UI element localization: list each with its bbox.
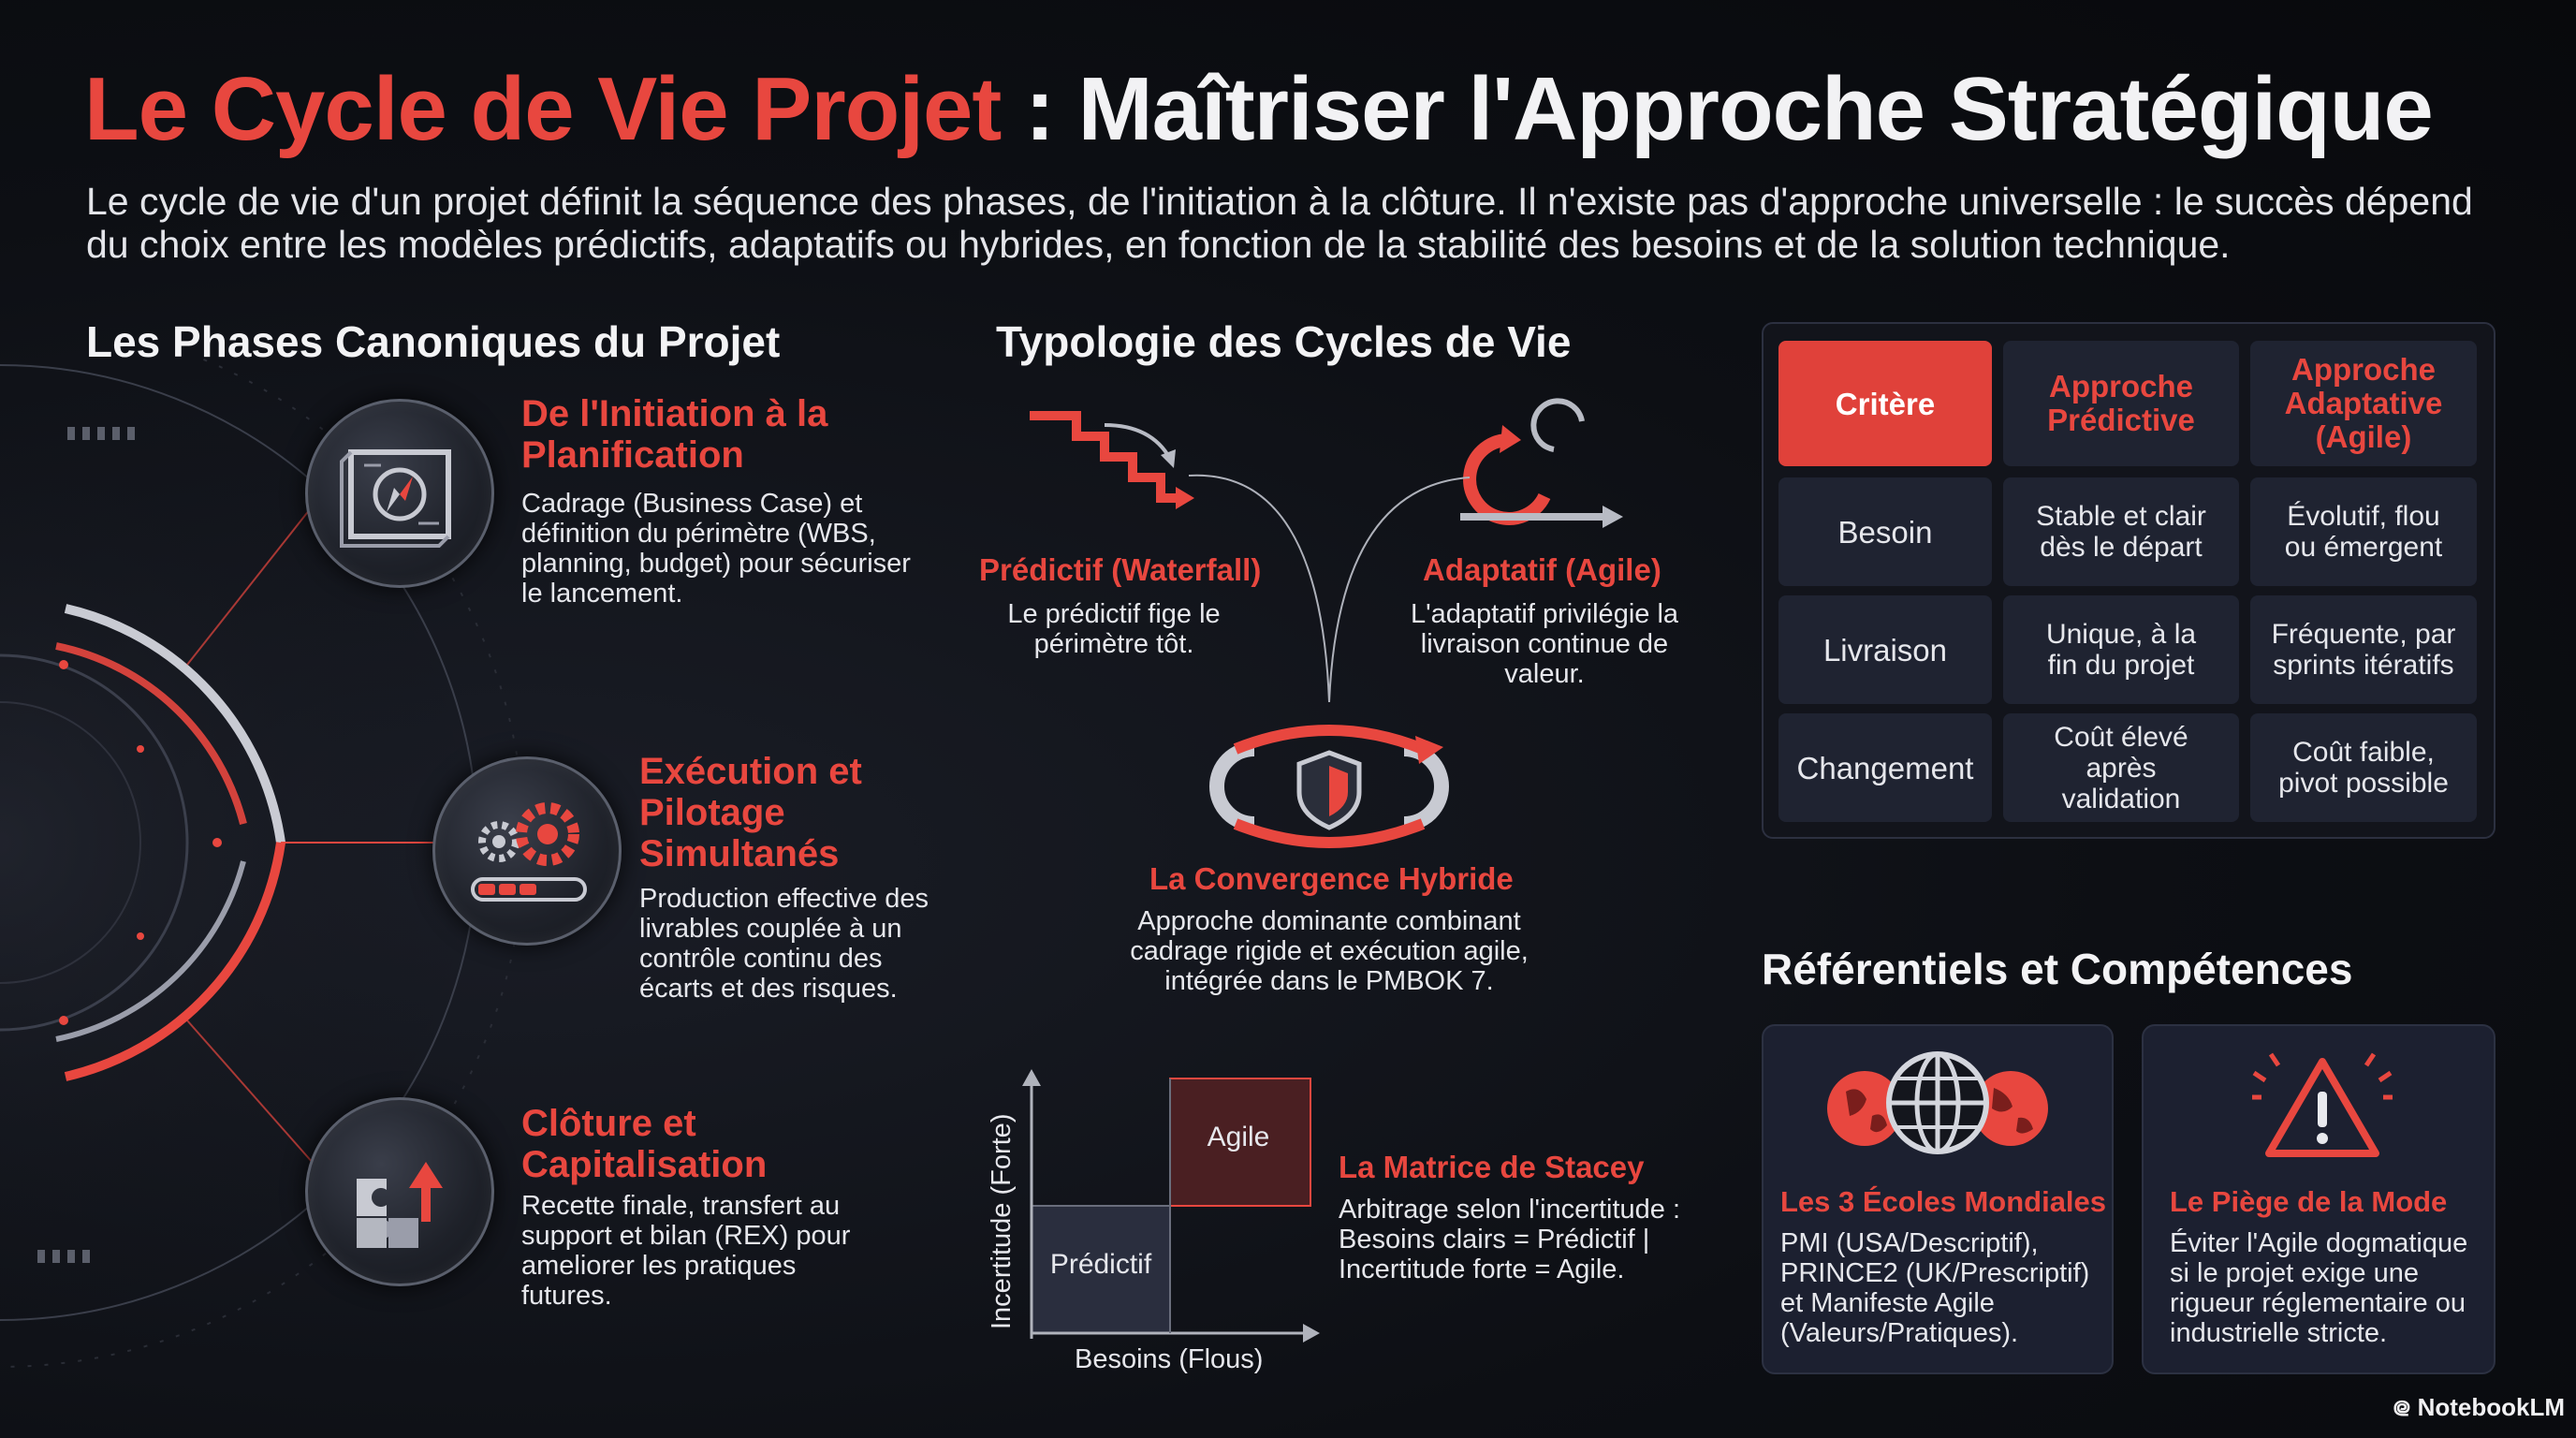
puzzle-arrow-icon (357, 1162, 443, 1248)
table-cell: Fréquente, par sprints itératifs (2250, 595, 2477, 704)
stacey-predictive-label: Prédictif (1049, 1249, 1152, 1280)
warning-icon (2252, 1052, 2393, 1157)
phase-2-node (432, 756, 622, 946)
title-rest: : Maîtriser l'Approche Stratégique (1001, 59, 2434, 159)
stacey-desc: Arbitrage selon l'incertitude : Besoins … (1339, 1195, 1681, 1284)
globes-icon (1827, 1051, 2048, 1154)
quadrant-agile (1169, 1078, 1311, 1207)
phase-2-title: Exécution et Pilotage Simultanés (639, 751, 862, 874)
phase-3-desc: Recette finale, transfert au support et … (521, 1191, 851, 1311)
table-header-predictive: Approche Prédictive (2003, 341, 2239, 466)
agile-loop-icon (1460, 398, 1623, 528)
table-cell: Unique, à la fin du projet (2003, 595, 2239, 704)
phase-1-desc: Cadrage (Business Case) et définition du… (521, 489, 911, 609)
stacey-y-label: Incertitude (Forte) (987, 1113, 1017, 1329)
brand-logo-icon: ᪤ (2393, 1393, 2418, 1421)
card-schools: Les 3 Écoles Mondiales PMI (USA/Descript… (1762, 1024, 2114, 1374)
card-trap-title: Le Piège de la Mode (2170, 1185, 2448, 1218)
typology-graphic (1030, 398, 1623, 703)
phase-3-title: Clôture et Capitalisation (521, 1103, 768, 1185)
stacey-matrix (1022, 1069, 1320, 1343)
hybrid-chain-shield-icon (1209, 725, 1449, 848)
card-schools-title: Les 3 Écoles Mondiales (1780, 1185, 2107, 1218)
adaptive-title: Adaptatif (Agile) (1423, 552, 1661, 587)
blueprint-compass-icon (340, 449, 451, 548)
table-cell: Stable et clair dès le départ (2003, 477, 2239, 586)
hybrid-desc: Approche dominante combinant cadrage rig… (1130, 906, 1529, 996)
phases-heading: Les Phases Canoniques du Projet (86, 317, 781, 366)
table-row-label: Besoin (1778, 477, 1992, 586)
stacey-x-label: Besoins (Flous) (1075, 1344, 1264, 1374)
typology-heading: Typologie des Cycles de Vie (996, 317, 1572, 366)
page-title: Le Cycle de Vie Projet : Maîtriser l'App… (84, 58, 2434, 161)
hybrid-title: La Convergence Hybride (1149, 861, 1514, 896)
table-header-adaptive: Approche Adaptative (Agile) (2250, 341, 2477, 466)
adaptive-desc: L'adaptatif privilégie la livraison cont… (1410, 599, 1679, 689)
predictive-desc: Le prédictif fige le périmètre tôt. (1007, 599, 1221, 659)
title-highlight: Le Cycle de Vie Projet (84, 59, 1002, 159)
gears-progress-icon (471, 802, 587, 902)
table-row-label: Changement (1778, 713, 1992, 822)
table-cell: Coût élevé après validation (2003, 713, 2239, 822)
phase-3-node (305, 1097, 494, 1286)
comparison-table: Critère Approche Prédictive Approche Ada… (1762, 322, 2496, 839)
intro-text: Le cycle de vie d'un projet définit la s… (86, 180, 2473, 266)
waterfall-icon (1030, 411, 1194, 509)
brand-text: NotebookLM (2417, 1393, 2565, 1421)
table-row-label: Livraison (1778, 595, 1992, 704)
referentials-heading: Référentiels et Compétences (1762, 945, 2353, 993)
phase-2-desc: Production effective des livrables coupl… (639, 884, 929, 1004)
phase-1-title: De l'Initiation à la Planification (521, 393, 828, 476)
stacey-agile-label: Agile (1207, 1122, 1270, 1152)
table-header-criterion: Critère (1778, 341, 1992, 466)
table-cell: Évolutif, flou ou émergent (2250, 477, 2477, 586)
card-schools-desc: PMI (USA/Descriptif), PRINCE2 (UK/Prescr… (1780, 1228, 2090, 1348)
phase-1-node (305, 399, 494, 588)
predictive-title: Prédictif (Waterfall) (979, 552, 1262, 587)
table-cell: Coût faible, pivot possible (2250, 713, 2477, 822)
card-trap-desc: Éviter l'Agile dogmatique si le projet e… (2170, 1228, 2468, 1348)
card-trap: Le Piège de la Mode Éviter l'Agile dogma… (2142, 1024, 2496, 1374)
stacey-title: La Matrice de Stacey (1339, 1150, 1645, 1184)
brand-label: ᪤ NotebookLM (2393, 1389, 2565, 1429)
